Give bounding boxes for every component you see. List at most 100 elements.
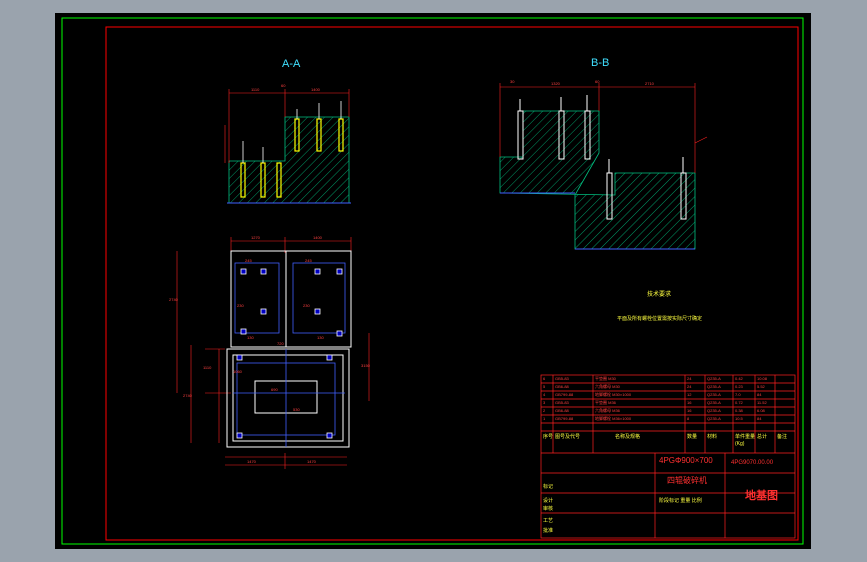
parts-cell-qty: 16 bbox=[687, 408, 692, 413]
hdr-no: 序号 bbox=[543, 434, 554, 440]
parts-cell-w2: 5.52 bbox=[757, 384, 765, 389]
parts-cell-w1: 0.72 bbox=[735, 400, 743, 405]
parts-cell-w2: 6.08 bbox=[757, 408, 765, 413]
dim-plan-misc-10: 1110 bbox=[203, 365, 212, 370]
dim-plan-left-2: 2740 bbox=[183, 393, 192, 398]
parts-cell-w1: 0.23 bbox=[735, 384, 743, 389]
drawing-border bbox=[61, 17, 804, 545]
parts-cell-no: 4 bbox=[543, 392, 546, 397]
parts-cell-no: 1 bbox=[543, 416, 546, 421]
dim-plan-misc-8: 1060 bbox=[233, 369, 242, 374]
parts-cell-w1: 7.0 bbox=[735, 392, 741, 397]
parts-cell-qty: 12 bbox=[687, 392, 692, 397]
dim-plan-top-2: 1400 bbox=[313, 235, 322, 240]
row-process: 工艺 bbox=[543, 518, 554, 524]
cad-viewport[interactable]: A-A B-B 1110 60 1400 30 1320 60 2710 127… bbox=[55, 13, 811, 549]
dim-bb-1: 30 bbox=[510, 79, 515, 84]
plan-dimensions bbox=[176, 237, 370, 469]
plan-view bbox=[176, 237, 370, 469]
model-name: 4PGΦ900×700 bbox=[659, 456, 713, 465]
section-aa-view bbox=[224, 89, 351, 204]
plan-pits bbox=[233, 262, 346, 447]
parts-cell-no: 5 bbox=[543, 384, 546, 389]
parts-cell-code: GB5-83 bbox=[555, 400, 569, 405]
parts-cell-no: 6 bbox=[543, 376, 546, 381]
parts-cell-name: 地脚螺栓 M30×1000 bbox=[595, 392, 632, 397]
drawing-number: 4PG9070.00.00 bbox=[731, 460, 774, 466]
parts-cell-w1: 10.5 bbox=[735, 416, 743, 421]
parts-cell-mat: Q235-A bbox=[707, 408, 721, 413]
parts-cell-qty: 8 bbox=[687, 416, 690, 421]
row-design: 设计 bbox=[543, 498, 554, 504]
section-bb-label: B-B bbox=[591, 57, 610, 69]
section-bb-view bbox=[499, 83, 708, 250]
hdr-mat: 材料 bbox=[707, 434, 718, 440]
dim-plan-misc-1: 245 bbox=[245, 258, 252, 263]
dim-bb-4: 2710 bbox=[645, 81, 654, 86]
parts-cell-no: 3 bbox=[543, 400, 546, 405]
parts-cell-mat: Q235-A bbox=[707, 384, 721, 389]
row-review: 审核 bbox=[543, 506, 554, 512]
dim-bb-2: 1320 bbox=[551, 81, 560, 86]
plan-outline bbox=[226, 250, 352, 448]
dim-plan-misc-2: 245 bbox=[305, 258, 312, 263]
hdr-code: 图号及代号 bbox=[555, 434, 581, 440]
dim-aa-1: 1110 bbox=[251, 87, 260, 92]
parts-cell-qty: 24 bbox=[687, 384, 692, 389]
bb-dimensions bbox=[499, 83, 708, 173]
parts-cell-code: GB5-83 bbox=[555, 376, 569, 381]
parts-cell-code: GB799-88 bbox=[555, 392, 574, 397]
dim-plan-misc-9: 690 bbox=[271, 387, 278, 392]
aa-dimensions bbox=[224, 89, 350, 163]
drawing-frame bbox=[105, 26, 799, 541]
hdr-weight-unit: (Kg) bbox=[735, 441, 745, 447]
parts-cell-code: GB799-88 bbox=[555, 416, 574, 421]
dim-plan-misc-3: 230 bbox=[237, 303, 244, 308]
notes-line-1: 平面及所有螺栓位置需按实际尺寸确定 bbox=[617, 316, 703, 322]
notes-title: 技术要求 bbox=[647, 292, 672, 298]
dim-plan-right: 3150 bbox=[361, 363, 370, 368]
parts-cell-code: GB6-88 bbox=[555, 384, 569, 389]
parts-cell-w1: 0.38 bbox=[735, 408, 743, 413]
machine-name: 四辊破碎机 bbox=[667, 476, 707, 485]
parts-cell-mat: Q235-A bbox=[707, 376, 721, 381]
parts-cell-name: 六角螺母 M30 bbox=[595, 384, 620, 389]
drawing-name: 地基图 bbox=[745, 490, 778, 502]
hdr-weight: 单件重量 bbox=[735, 434, 756, 440]
dim-plan-left-1: 2740 bbox=[169, 297, 178, 302]
parts-cell-name: 平垫圈 M36 bbox=[595, 400, 616, 405]
parts-cell-qty: 16 bbox=[687, 400, 692, 405]
bb-bolts bbox=[517, 95, 687, 220]
dim-plan-bottom-1: 1470 bbox=[247, 459, 256, 464]
parts-cell-name: 六角螺母 M36 bbox=[595, 408, 620, 413]
dim-bb-3: 60 bbox=[595, 79, 600, 84]
parts-cell-name: 地脚螺栓 M36×1000 bbox=[595, 416, 632, 421]
dim-plan-bottom-2: 1470 bbox=[307, 459, 316, 464]
plan-bolt-holes bbox=[236, 268, 343, 439]
dim-plan-top-1: 1270 bbox=[251, 235, 260, 240]
parts-cell-w2: 84 bbox=[757, 416, 762, 421]
row-mark: 标记 bbox=[543, 484, 554, 490]
hdr-name: 名称及规格 bbox=[615, 434, 641, 440]
hdr-total: 总计 bbox=[757, 434, 768, 440]
parts-cell-no: 2 bbox=[543, 408, 546, 413]
hdr-qty: 数量 bbox=[687, 434, 698, 440]
section-aa-label: A-A bbox=[282, 58, 301, 70]
parts-cell-w2: 84 bbox=[757, 392, 762, 397]
dim-plan-misc-4: 230 bbox=[303, 303, 310, 308]
parts-cell-w2: 11.52 bbox=[757, 400, 767, 405]
hdr-remark: 备注 bbox=[777, 434, 788, 440]
dim-plan-misc-5: 130 bbox=[247, 335, 254, 340]
dim-aa-3: 1400 bbox=[311, 87, 320, 92]
parts-cell-w1: 0.42 bbox=[735, 376, 743, 381]
drawing-canvas bbox=[61, 17, 804, 545]
dim-plan-misc-6: 720 bbox=[277, 341, 284, 346]
aa-bolt-heads bbox=[242, 101, 342, 163]
dim-plan-misc-11: 530 bbox=[293, 407, 300, 412]
title-block-grid bbox=[540, 374, 796, 539]
parts-cell-mat: Q235-A bbox=[707, 400, 721, 405]
parts-cell-mat: Q235-A bbox=[707, 392, 721, 397]
dim-aa-2: 60 bbox=[281, 83, 286, 88]
dim-plan-misc-7: 130 bbox=[317, 335, 324, 340]
parts-cell-code: GB6-88 bbox=[555, 408, 569, 413]
